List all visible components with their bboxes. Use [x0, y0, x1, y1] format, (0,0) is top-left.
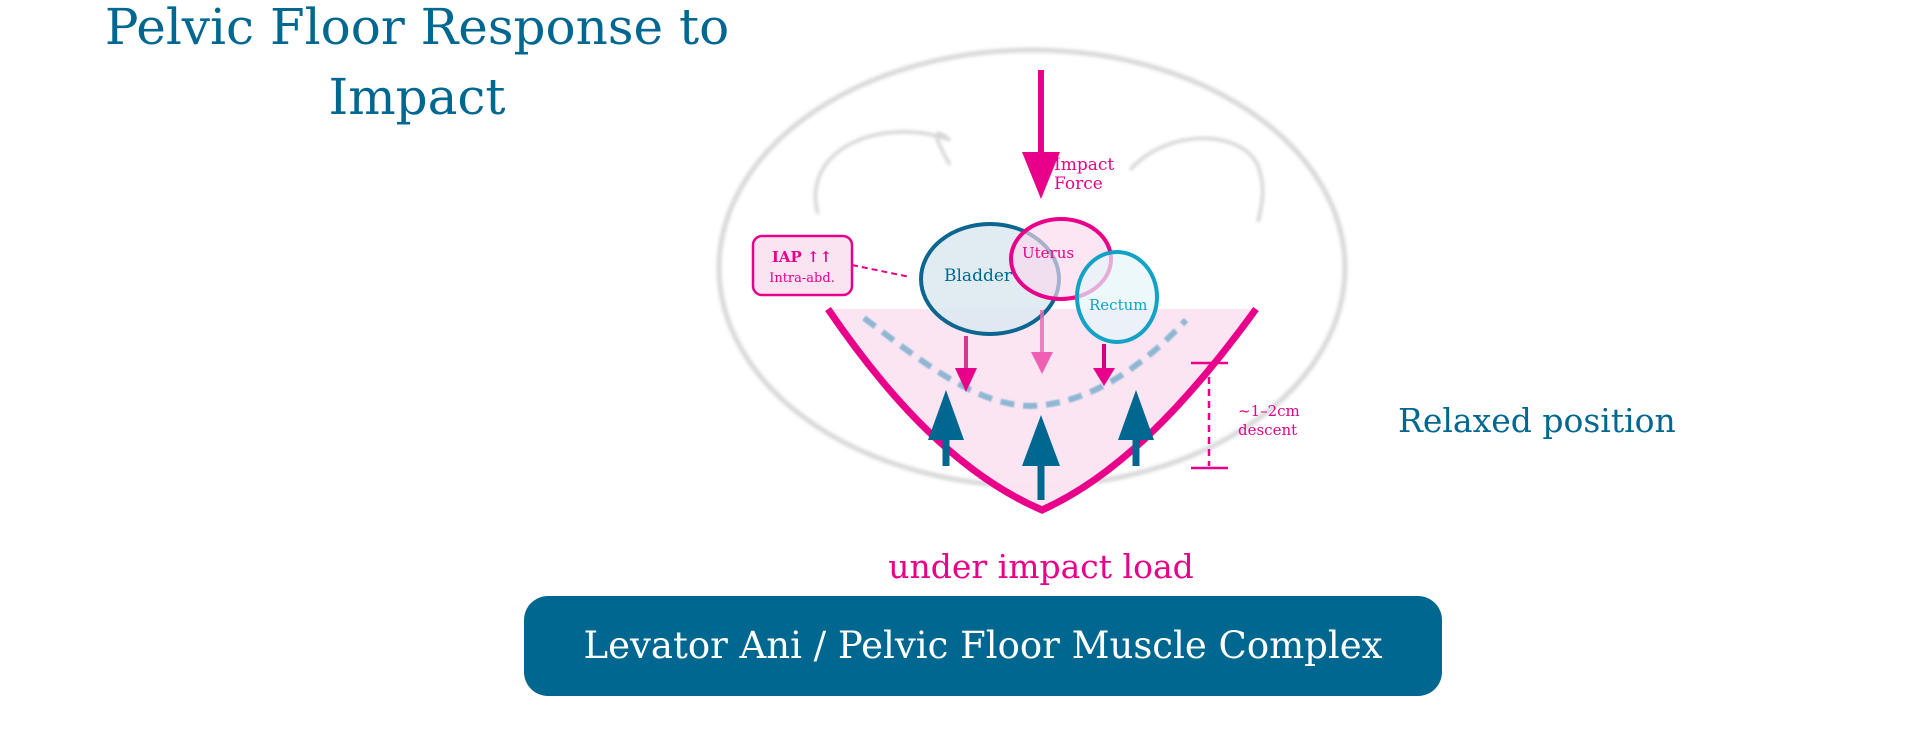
- arrow-up-icon: [928, 390, 964, 466]
- title-line-2: Impact: [328, 68, 505, 126]
- impact-force-arrow: [1022, 70, 1060, 199]
- iap-callout: IAP ↑↑ Intra-abd.: [751, 234, 911, 297]
- rectum-label: Rectum: [1089, 296, 1147, 314]
- arrow-down-icon: [955, 336, 977, 392]
- relaxed-position-curve: [862, 315, 1189, 410]
- pelvic-floor-region: [828, 309, 1256, 510]
- downward-organ-arrows: [955, 310, 1115, 392]
- title-line-1: Pelvic Floor Response to: [105, 0, 729, 56]
- descent-label-line-2: descent: [1238, 421, 1297, 439]
- descent-label-line-1: ~1–2cm: [1238, 402, 1300, 420]
- banner-label: Levator Ani / Pelvic Floor Muscle Comple…: [584, 624, 1383, 667]
- arrow-down-icon: [1031, 310, 1053, 374]
- bladder-label: Bladder: [944, 266, 1013, 286]
- rectum[interactable]: [1075, 250, 1159, 344]
- arrow-down-icon: [1022, 152, 1060, 199]
- iap-connector: [851, 264, 911, 278]
- iliac-crest-right: [1128, 136, 1265, 223]
- levator-ani-banner[interactable]: Levator Ani / Pelvic Floor Muscle Comple…: [524, 596, 1442, 696]
- iap-sublabel: Intra-abd.: [769, 271, 835, 286]
- arrow-down-icon: [1093, 344, 1115, 386]
- arrow-up-icon: [1118, 390, 1154, 466]
- uterus-label: Uterus: [1022, 244, 1074, 262]
- upward-muscle-arrows: [928, 390, 1154, 500]
- impact-force-label-line-2: Force: [1054, 174, 1103, 194]
- iap-label: IAP ↑↑: [772, 248, 832, 266]
- impact-force-label-line-1: Impact: [1054, 155, 1114, 175]
- relaxed-position-label: Relaxed position: [1398, 401, 1676, 440]
- impact-load-label: under impact load: [888, 547, 1194, 586]
- iliac-crest-left: [813, 130, 952, 215]
- banner-background: [524, 596, 1442, 696]
- arrow-up-icon: [1022, 415, 1060, 500]
- descent-indicator: ~1–2cm descent: [1191, 361, 1300, 470]
- pelvic-floor-muscle-curve: [825, 306, 1259, 514]
